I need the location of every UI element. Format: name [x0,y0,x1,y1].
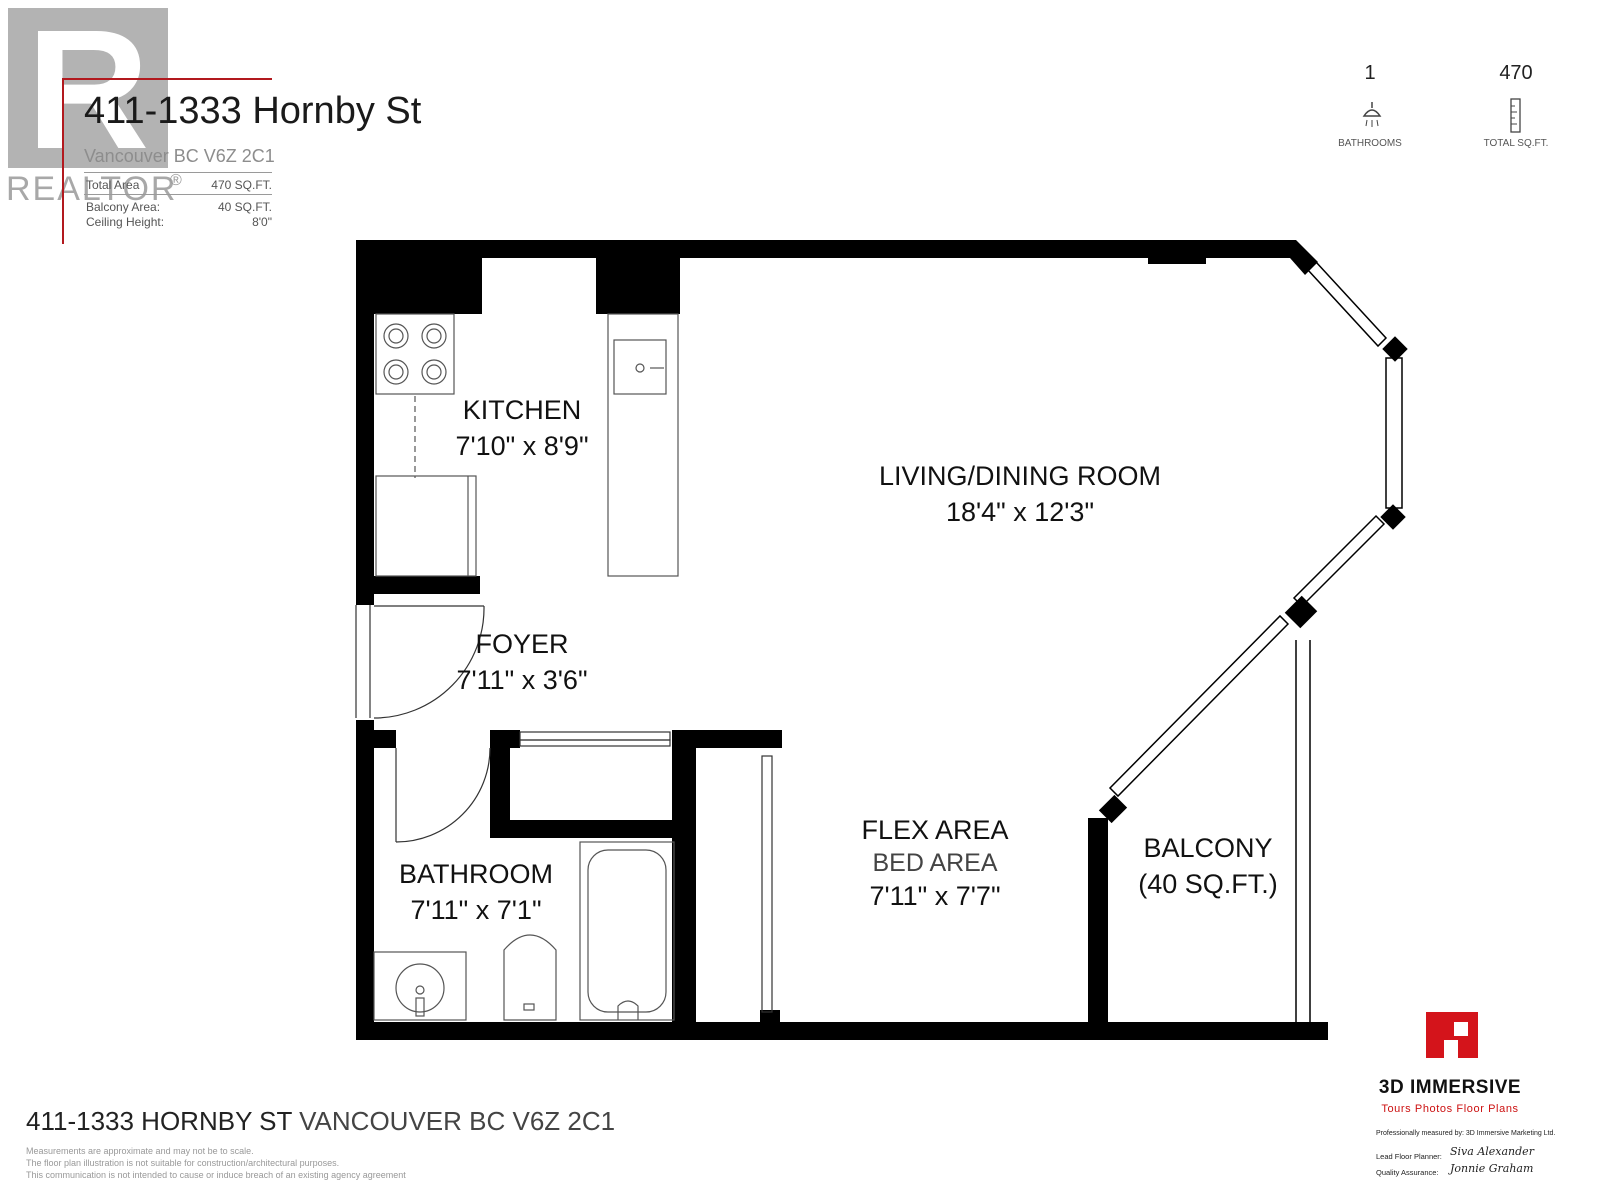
bathrooms-label: BATHROOMS [1338,138,1402,149]
total-area-label: Total Area [86,178,140,192]
lead-planner-signature: Siva Alexander [1450,1145,1534,1158]
header-rule-horizontal [62,78,272,80]
room-foyer-name: FOYER [475,629,569,659]
company-logo-mark [1426,1012,1478,1058]
page-subtitle: Vancouver BC V6Z 2C1 [84,146,275,166]
door-swings [355,605,773,1013]
header-divider [84,194,272,195]
quality-assurance-label: Quality Assurance: [1376,1168,1439,1177]
company-name: 3D IMMERSIVE [1378,1077,1522,1098]
header-rule-vertical [62,78,64,244]
realtor-registered-mark: ® [170,172,182,189]
room-flex-area-subtitle: BED AREA [872,849,998,877]
room-living-dining: LIVING/DINING ROOM 18'4" x 12'3" [820,458,1220,530]
company-tagline: Tours Photos Floor Plans [1381,1103,1519,1115]
room-bathroom: BATHROOM 7'11" x 7'1" [376,856,576,928]
balcony-area-label: Balcony Area: [86,200,161,214]
realtor-logo: R [8,0,168,185]
ceiling-height-value: 8'0" [252,215,272,229]
disclaimer-line: This communication is not intended to ca… [26,1170,406,1180]
room-living-dining-name: LIVING/DINING ROOM [878,461,1162,491]
room-balcony-dims: (40 SQ.FT.) [1138,869,1278,899]
room-kitchen-name: KITCHEN [462,395,582,425]
disclaimer-line: The floor plan illustration is not suita… [26,1158,340,1168]
ruler-icon [1510,98,1521,133]
footer-address: 411-1333 HORNBY ST VANCOUVER BC V6Z 2C1 [26,1106,615,1137]
balcony-area-row: Balcony Area: 40 SQ.FT. [86,200,272,214]
room-flex-area: FLEX AREA BED AREA 7'11" x 7'7" [820,812,1050,914]
kitchen-fixtures [375,313,679,577]
room-kitchen-dims: 7'10" x 8'9" [455,431,589,461]
bathrooms-count: 1 [1364,62,1376,84]
exterior-walls [356,240,1408,1040]
quality-assurance-signature: Jonnie Graham [1450,1162,1534,1175]
balcony-area-value: 40 SQ.FT. [217,200,272,214]
room-balcony-name: BALCONY [1143,833,1273,863]
realtor-logo-word: REALTOR [6,170,178,208]
bathroom-fixtures [373,841,675,1021]
room-bathroom-name: BATHROOM [399,859,553,889]
room-foyer-dims: 7'11" x 3'6" [456,665,588,695]
total-area-value: 470 SQ.FT. [211,178,272,192]
room-foyer: FOYER 7'11" x 3'6" [422,626,622,698]
windows [1108,260,1403,1024]
room-flex-area-name: FLEX AREA [861,815,1009,845]
shower-icon [1362,102,1382,127]
total-area-row: Total Area 470 SQ.FT. [86,178,272,192]
header-divider [84,172,272,173]
room-balcony: BALCONY (40 SQ.FT.) [1118,830,1298,902]
total-sqft-value: 470 [1499,62,1533,84]
room-kitchen: KITCHEN 7'10" x 8'9" [422,392,622,464]
realtor-logo-letter: R [26,0,150,185]
ceiling-height-label: Ceiling Height: [86,215,165,229]
room-flex-area-dims: 7'11" x 7'7" [869,881,1001,911]
total-sqft-label: TOTAL SQ.FT. [1483,138,1549,149]
ceiling-height-row: Ceiling Height: 8'0" [86,215,272,229]
lead-planner-label: Lead Floor Planner: [1376,1152,1442,1161]
room-bathroom-dims: 7'11" x 7'1" [410,895,542,925]
disclaimer-line: Measurements are approximate and may not… [26,1146,254,1156]
footer-address-city: VANCOUVER BC V6Z 2C1 [291,1106,616,1136]
room-living-dining-dims: 18'4" x 12'3" [945,497,1095,527]
page-title: 411-1333 Hornby St [84,90,422,132]
footer-address-street: 411-1333 HORNBY ST [26,1106,292,1136]
measured-by-note: Professionally measured by: 3D Immersive… [1376,1130,1556,1137]
